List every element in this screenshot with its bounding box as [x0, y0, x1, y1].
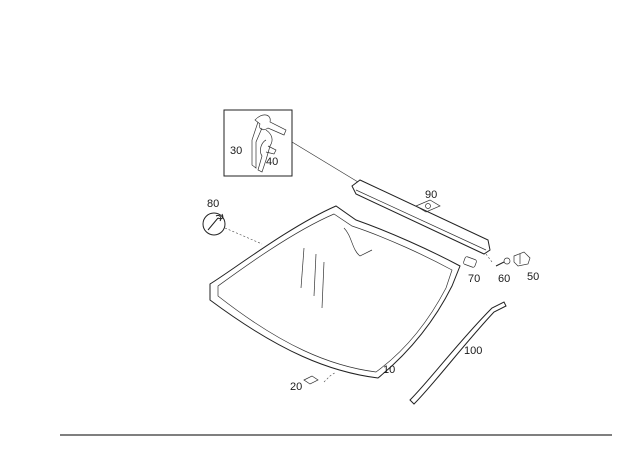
leader-80 — [224, 227, 263, 245]
part-90-body — [415, 199, 441, 213]
moulding-inner-line — [355, 189, 487, 251]
callout-60: 60 — [498, 273, 510, 285]
callout-80: 80 — [207, 198, 219, 210]
callout-30: 30 — [230, 145, 242, 157]
glass-reflection-2 — [313, 253, 317, 297]
callout-20: 20 — [290, 381, 302, 393]
clip-leg-30 — [251, 121, 263, 169]
windshield-outer-edge — [209, 205, 461, 379]
leader-20 — [323, 371, 337, 383]
part-100-side-strip: 100 — [409, 301, 507, 405]
part-20-pad: 20 — [290, 371, 337, 393]
part-70-body — [463, 256, 477, 268]
clip-part-30 — [254, 114, 287, 136]
moulding-outline — [351, 179, 491, 255]
wrench-glyph — [207, 213, 224, 231]
part-20-body — [303, 375, 319, 385]
leader-moulding-end — [485, 253, 493, 263]
part-60-screw: 60 — [495, 257, 511, 285]
part-100-body — [409, 301, 507, 405]
part-50-body — [513, 251, 531, 267]
callout-100: 100 — [464, 345, 482, 357]
callout-70: 70 — [468, 273, 480, 285]
part-70: 70 — [463, 256, 480, 285]
callout-90: 90 — [425, 189, 437, 201]
upper-moulding-strip — [351, 179, 493, 263]
clip-tab-40 — [265, 145, 277, 155]
callout-10: 10 — [383, 364, 395, 376]
windshield-glass: 10 — [209, 205, 461, 379]
detail-inset: 30 40 — [223, 109, 293, 177]
wrench-icon — [202, 212, 226, 236]
glass-reflection-3 — [321, 261, 325, 309]
mirror-mount-outline — [343, 227, 373, 257]
wrench-icon-group: 80 — [202, 198, 263, 245]
leader-inset — [291, 141, 359, 183]
glass-reflection-1 — [300, 247, 305, 289]
part-90-hole — [425, 203, 431, 209]
part-90-clip: 90 — [415, 189, 441, 213]
callout-40: 40 — [266, 156, 278, 168]
windshield-inner-edge — [217, 213, 453, 373]
detail-inset-frame — [223, 109, 293, 177]
callout-50: 50 — [527, 271, 539, 283]
part-50-bracket: 50 — [513, 251, 539, 283]
part-60-head — [503, 257, 511, 265]
clip-part-40 — [257, 129, 273, 173]
part-60-shaft — [495, 261, 505, 267]
